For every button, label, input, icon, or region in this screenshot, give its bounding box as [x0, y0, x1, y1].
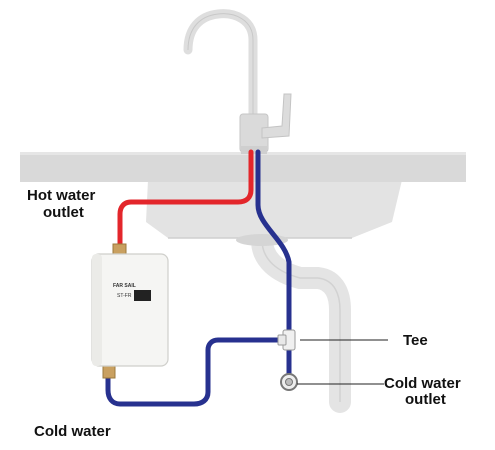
tee-fitting	[277, 329, 296, 351]
heater-brand: FAR SAIL	[113, 283, 136, 289]
cold-water-pipe-upper	[255, 149, 292, 335]
valve-icon	[280, 373, 298, 391]
water-heater	[91, 243, 169, 379]
hot-water-outlet-label-line1: Hot water	[27, 187, 96, 204]
hot-water-outlet-label-line2: outlet	[43, 204, 84, 221]
drain-pipe	[251, 229, 351, 413]
leader-lines	[297, 339, 388, 385]
cold-water-outlet-label-line2: outlet	[405, 391, 446, 408]
tee-label: Tee	[403, 332, 428, 349]
heater-model: ST-FR	[117, 293, 132, 299]
hot-water-pipe	[117, 149, 254, 255]
cold-water-outlet-label-line1: Cold water	[384, 375, 461, 392]
faucet-icon	[183, 9, 292, 157]
countertop	[20, 152, 466, 182]
cold-water-label: Cold water	[34, 423, 111, 440]
cold-water-pipe-lower	[105, 337, 286, 407]
